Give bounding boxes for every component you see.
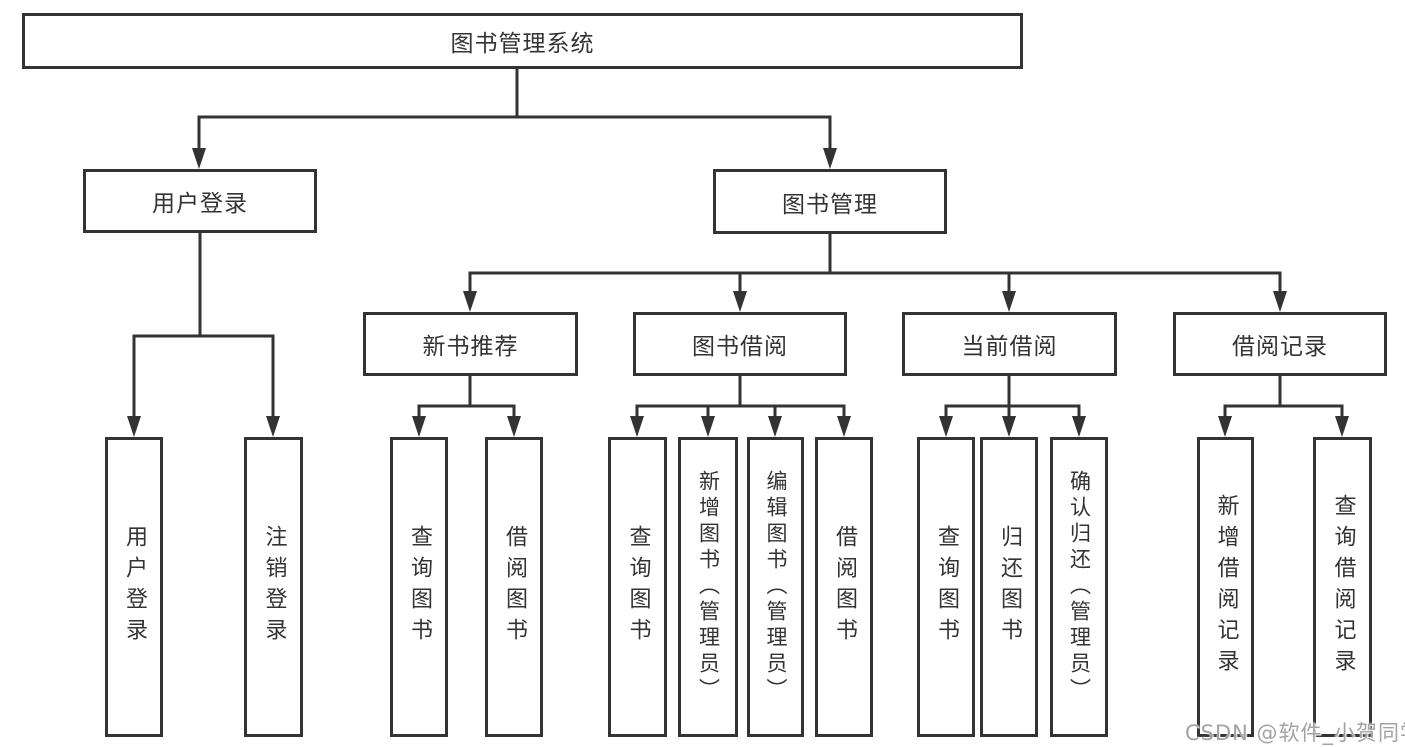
node-user-login-label: 用户登录: [152, 191, 248, 217]
node-borrowing-records-label: 借阅记录: [1232, 334, 1328, 360]
node-new-book-recommend-label: 新书推荐: [422, 334, 519, 360]
leaf-query-books-recommend: 查询图书: [390, 437, 448, 737]
node-root-system: 图书管理系统: [22, 13, 1023, 69]
leaf-query-borrow-record: 查询借阅记录: [1313, 437, 1372, 737]
leaf-add-borrow-record: 新增借阅记录: [1197, 437, 1254, 737]
node-new-book-recommend: 新书推荐: [363, 312, 578, 376]
leaf-borrow-books-borrowing: 借阅图书: [815, 437, 873, 737]
leaf-query-books-borrowing-label: 查询图书: [625, 525, 651, 649]
csdn-watermark: CSDN @软件_小贺同学: [1185, 721, 1405, 745]
leaf-return-books-label: 归还图书: [997, 525, 1022, 649]
leaf-borrow-books-recommend: 借阅图书: [485, 437, 543, 737]
leaf-user-login-label: 用户登录: [122, 525, 147, 649]
leaf-user-login: 用户登录: [105, 437, 163, 737]
leaf-borrow-books-recommend-label: 借阅图书: [502, 525, 527, 649]
node-book-management: 图书管理: [713, 169, 947, 234]
leaf-query-books-current-label: 查询图书: [934, 525, 959, 649]
node-book-management-label: 图书管理: [782, 191, 878, 218]
leaf-logout: 注销登录: [244, 437, 303, 737]
node-borrowing-records: 借阅记录: [1173, 312, 1387, 376]
leaf-return-books: 归还图书: [980, 437, 1038, 737]
leaf-add-book-admin-label: 新增图书（管理员）: [696, 470, 721, 704]
node-current-borrowing: 当前借阅: [902, 312, 1117, 376]
node-book-borrowing: 图书借阅: [633, 312, 847, 376]
leaf-edit-book-admin: 编辑图书（管理员）: [747, 437, 804, 737]
leaf-confirm-return-admin-label: 确认归还（管理员）: [1067, 470, 1092, 704]
leaf-borrow-books-borrowing-label: 借阅图书: [832, 525, 857, 649]
leaf-query-borrow-record-label: 查询借阅记录: [1330, 494, 1356, 680]
node-user-login: 用户登录: [83, 169, 317, 233]
leaf-logout-label: 注销登录: [261, 525, 287, 649]
leaf-confirm-return-admin: 确认归还（管理员）: [1050, 437, 1108, 737]
leaf-edit-book-admin-label: 编辑图书（管理员）: [764, 470, 788, 704]
node-current-borrowing-label: 当前借阅: [961, 334, 1058, 360]
leaf-add-borrow-record-label: 新增借阅记录: [1213, 494, 1239, 680]
node-book-borrowing-label: 图书借阅: [692, 334, 788, 360]
leaf-query-books-recommend-label: 查询图书: [407, 525, 432, 649]
leaf-add-book-admin: 新增图书（管理员）: [678, 437, 738, 737]
leaf-query-books-borrowing: 查询图书: [608, 437, 667, 737]
node-root-system-label: 图书管理系统: [450, 31, 595, 57]
leaf-query-books-current: 查询图书: [917, 437, 975, 737]
